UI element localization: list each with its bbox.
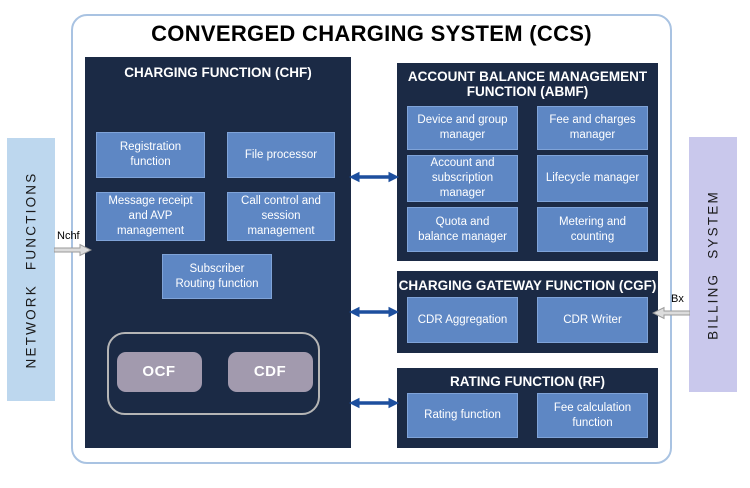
rf-title: RATING FUNCTION (RF): [450, 374, 605, 389]
chf-cgf-arrow-icon: [349, 306, 399, 318]
cgf-panel: CHARGING GATEWAY FUNCTION (CGF) CDR Aggr…: [397, 271, 658, 353]
billing-system-box: BILLING SYSTEM: [689, 137, 737, 392]
cgf-title: CHARGING GATEWAY FUNCTION (CGF): [398, 278, 657, 293]
abmf-box-quota-balance-manager: Quota and balance manager: [407, 207, 518, 252]
ocf-box: OCF: [116, 351, 202, 392]
chf-box-subscriber-routing: Subscriber Routing function: [162, 254, 272, 299]
ocf-cdf-group: OCF CDF: [107, 332, 320, 415]
chf-box-call-control-session: Call control and session management: [227, 192, 335, 241]
diagram-title: CONVERGED CHARGING SYSTEM (CCS): [151, 21, 592, 46]
abmf-box-device-group-manager: Device and group manager: [407, 106, 518, 150]
nchf-arrow-icon: [54, 243, 92, 257]
abmf-box-account-subscription-manager: Account and subscription manager: [407, 155, 518, 202]
abmf-box-metering-counting: Metering and counting: [537, 207, 648, 252]
chf-rf-arrow-icon: [349, 397, 399, 409]
chf-abmf-arrow-icon: [349, 171, 399, 183]
bx-arrow-icon: [652, 306, 690, 320]
network-functions-box: NETWORK FUNCTIONS: [7, 138, 55, 401]
nchf-label: Nchf: [57, 230, 80, 242]
bx-label: Bx: [671, 293, 684, 305]
cgf-box-cdr-writer: CDR Writer: [537, 297, 648, 343]
chf-box-message-receipt-avp: Message receipt and AVP management: [96, 192, 205, 241]
abmf-title: ACCOUNT BALANCE MANAGEMENT FUNCTION (ABM…: [407, 69, 648, 99]
abmf-box-lifecycle-manager: Lifecycle manager: [537, 155, 648, 202]
billing-system-label: BILLING SYSTEM: [705, 189, 721, 340]
network-functions-label: NETWORK FUNCTIONS: [23, 171, 39, 368]
chf-box-registration-function: Registration function: [96, 132, 205, 178]
abmf-panel: ACCOUNT BALANCE MANAGEMENT FUNCTION (ABM…: [397, 63, 658, 261]
abmf-box-fee-charges-manager: Fee and charges manager: [537, 106, 648, 150]
rf-box-fee-calculation: Fee calculation function: [537, 393, 648, 438]
cgf-box-cdr-aggregation: CDR Aggregation: [407, 297, 518, 343]
rf-box-rating-function: Rating function: [407, 393, 518, 438]
cdf-box: CDF: [227, 351, 313, 392]
chf-title: CHARGING FUNCTION (CHF): [124, 65, 312, 80]
rf-panel: RATING FUNCTION (RF) Rating function Fee…: [397, 368, 658, 448]
chf-panel: CHARGING FUNCTION (CHF) Registration fun…: [85, 57, 351, 448]
chf-box-file-processor: File processor: [227, 132, 335, 178]
